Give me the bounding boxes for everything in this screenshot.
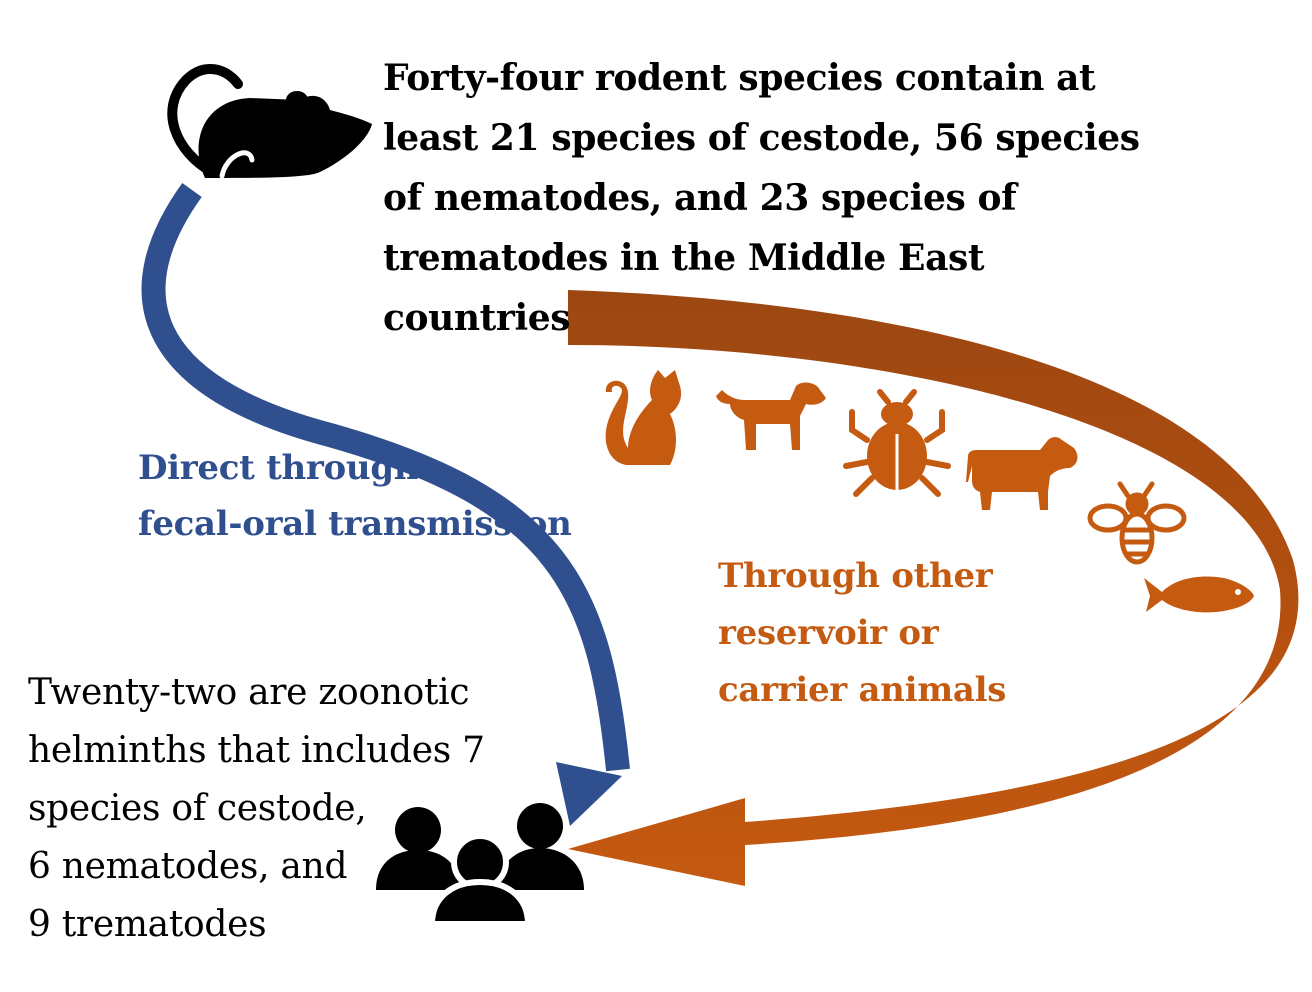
carrier-label-line: carrier animals	[718, 670, 1007, 710]
fish-icon	[1144, 576, 1254, 613]
zoonotic-helminth-summary: Twenty-two are zoonotic helminths that i…	[28, 664, 518, 954]
zoonotic-line: 9 trematodes	[28, 904, 267, 945]
people-group-icon	[376, 803, 584, 927]
summary-line: least 21 species of cestode, 56 species	[383, 117, 1140, 159]
cow-icon	[966, 437, 1078, 510]
zoonotic-line: Twenty-two are zoonotic	[28, 672, 470, 713]
rodent-icon	[167, 64, 372, 179]
carrier-label-line: reservoir or	[718, 613, 939, 653]
summary-line: Forty-four rodent species contain at	[383, 57, 1096, 99]
direct-label-line: Direct through	[138, 448, 419, 488]
dog-icon	[716, 382, 826, 450]
direct-arrow-shaft	[141, 182, 630, 772]
bee-icon	[1087, 481, 1187, 565]
direct-arrow-head	[556, 762, 622, 826]
beetle-icon	[843, 389, 951, 497]
summary-line: countries	[383, 297, 571, 339]
direct-label-line: fecal-oral transmission	[138, 504, 572, 544]
carrier-label-line: Through other	[718, 556, 993, 596]
direct-transmission-arrow	[141, 182, 630, 826]
summary-line: trematodes in the Middle East	[383, 237, 985, 279]
zoonotic-line: 6 nematodes, and	[28, 846, 348, 887]
carrier-transmission-label: Through other reservoir or carrier anima…	[718, 548, 1038, 719]
zoonotic-line: species of cestode,	[28, 788, 367, 829]
zoonotic-line: helminths that includes 7	[28, 730, 485, 771]
summary-line: of nematodes, and 23 species of	[383, 177, 1017, 219]
direct-transmission-label: Direct through fecal-oral transmission	[138, 440, 598, 552]
cat-icon	[605, 370, 682, 465]
rodent-helminth-summary: Forty-four rodent species contain at lea…	[383, 48, 1140, 348]
